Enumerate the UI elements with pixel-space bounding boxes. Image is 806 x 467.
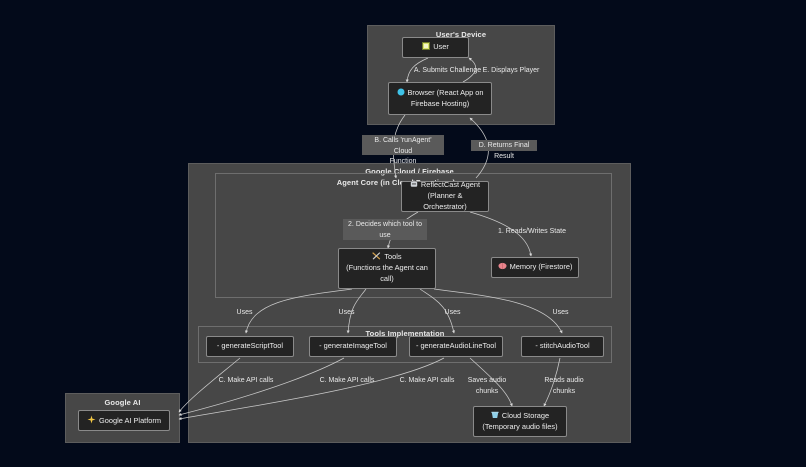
node-tools-line1: Tools — [384, 252, 402, 262]
edge-label-api-calls-1: C. Make API calls — [218, 377, 274, 384]
cluster-google-ai-title: Google AI — [104, 398, 141, 407]
node-agent-line2: (Planner & Orchestrator) — [423, 191, 467, 211]
edge-label-returns-final-result: D. Returns Final Result — [471, 140, 537, 160]
node-generate-audio-line-tool-label: - generateAudioLineTool — [415, 341, 497, 351]
node-stitch-audio-tool-label: - stitchAudioTool — [535, 341, 590, 351]
node-user-label: User — [433, 42, 449, 52]
edge-label-uses-2: Uses — [338, 309, 355, 316]
node-agent-line1: ReflectCast Agent — [420, 180, 481, 190]
node-user[interactable]: User — [402, 37, 469, 58]
edge-label-saves-audio-chunks: Saves audio chunks — [467, 377, 507, 395]
cluster-users-device-title: User's Device — [435, 30, 487, 39]
edge-label-reads-writes-state: 1. Reads/Writes State — [498, 228, 566, 235]
node-generate-audio-line-tool[interactable]: - generateAudioLineTool — [409, 336, 503, 357]
edge-label-submits-challenge: A. Submits Challenge — [413, 67, 482, 74]
edge-label-displays-player: E. Displays Player — [482, 67, 540, 74]
cluster-google-cloud-title: Google Cloud / Firebase — [365, 167, 454, 176]
node-generate-image-tool[interactable]: - generateImageTool — [309, 336, 397, 357]
edge-label-calls-run-agent: B. Calls 'runAgent' Cloud Function — [362, 135, 444, 165]
node-tools[interactable]: Tools (Functions the Agent can call) — [338, 248, 436, 289]
node-cloud-storage[interactable]: Cloud Storage (Temporary audio files) — [473, 406, 567, 437]
browser-icon — [397, 88, 405, 96]
node-generate-image-tool-label: - generateImageTool — [319, 341, 387, 351]
node-browser-line2: Firebase Hosting) — [410, 98, 470, 108]
node-generate-script-tool-label: - generateScriptTool — [216, 341, 284, 351]
bucket-icon — [491, 411, 499, 419]
edge-label-uses-1: Uses — [236, 309, 253, 316]
edge-label-api-calls-2: C. Make API calls — [319, 377, 375, 384]
node-tools-line3: call) — [380, 273, 394, 283]
node-memory-firestore[interactable]: Memory (Firestore) — [491, 257, 579, 278]
node-google-ai-platform-label: Google AI Platform — [98, 415, 162, 425]
node-cloud-storage-line1: Cloud Storage — [501, 410, 550, 420]
node-reflectcast-agent[interactable]: ReflectCast Agent (Planner & Orchestrato… — [401, 180, 489, 212]
robot-icon — [410, 180, 418, 188]
node-tools-line2: (Functions the Agent can — [346, 263, 428, 273]
node-cloud-storage-line2: (Temporary audio files) — [482, 421, 558, 431]
tools-icon — [372, 252, 381, 260]
node-google-ai-platform[interactable]: Google AI Platform — [78, 410, 170, 431]
edge-label-uses-3: Uses — [444, 309, 461, 316]
cluster-agent-core: Agent Core (in Cloud Functions) — [215, 173, 612, 298]
node-memory-label: Memory (Firestore) — [509, 262, 573, 272]
user-icon — [422, 42, 431, 51]
edge-label-decides-which-tool: 2. Decides which tool to use — [343, 219, 427, 240]
edge-label-reads-audio-chunks: Reads audio chunks — [544, 377, 584, 395]
node-browser[interactable]: Browser (React App on Firebase Hosting) — [388, 82, 492, 115]
cluster-agent-core-title: Agent Core (in Cloud Functions) — [336, 178, 456, 187]
sparkle-icon — [87, 415, 96, 424]
cluster-tools-implementation-title: Tools Implementation — [365, 329, 445, 338]
edge-label-uses-4: Uses — [552, 309, 569, 316]
node-stitch-audio-tool[interactable]: - stitchAudioTool — [521, 336, 604, 357]
node-generate-script-tool[interactable]: - generateScriptTool — [206, 336, 294, 357]
node-browser-line1: Browser (React App on — [407, 87, 484, 97]
edge-label-api-calls-3: C. Make API calls — [399, 377, 455, 384]
brain-icon — [498, 262, 507, 270]
